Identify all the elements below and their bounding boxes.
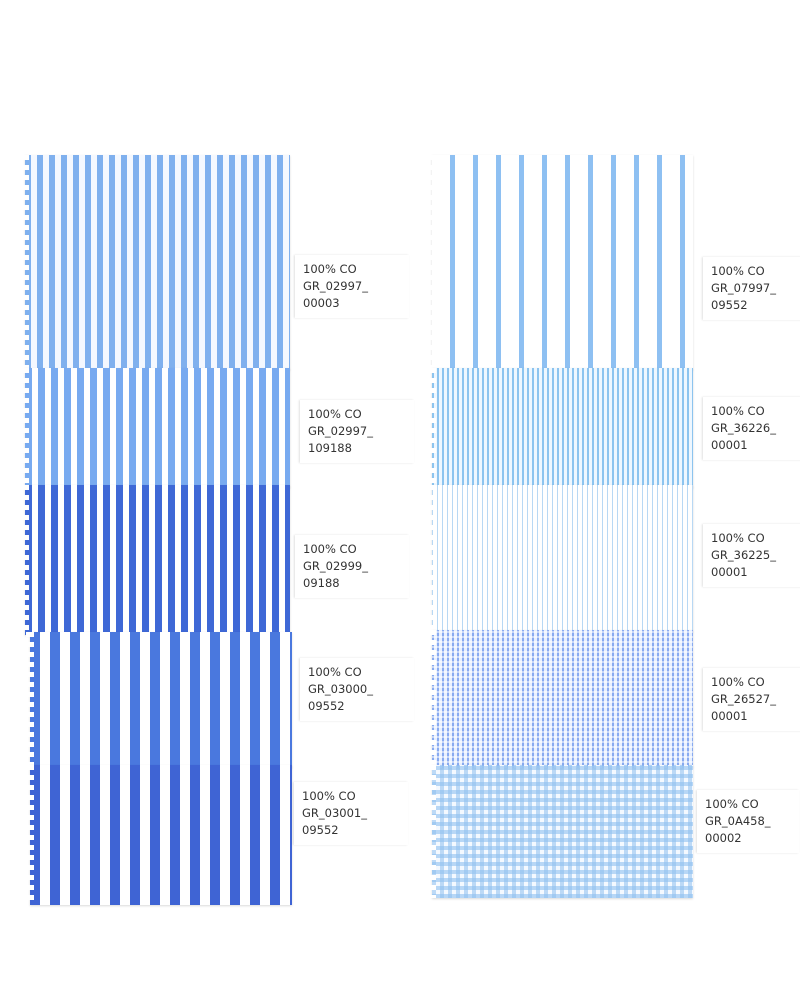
label-line: 100% CO (711, 264, 765, 278)
fabric-swatch (25, 485, 290, 635)
fabric-swatch (432, 630, 693, 768)
label-line: 00001 (711, 438, 748, 452)
label-line: GR_02997_ (303, 279, 368, 293)
label-line: GR_02999_ (303, 559, 368, 573)
label-line: GR_03001_ (302, 806, 367, 820)
label-line: 09552 (308, 699, 345, 713)
label-line: 00003 (303, 296, 340, 310)
label-line: 100% CO (302, 789, 356, 803)
pinked-edge (428, 765, 436, 898)
label-line: 00001 (711, 565, 748, 579)
swatch-label: 100% CO GR_0A458_ 00002 (697, 790, 799, 853)
pinked-edge (26, 632, 34, 768)
label-line: 100% CO (303, 542, 357, 556)
label-line: GR_03000_ (308, 682, 373, 696)
fabric-swatch (432, 485, 693, 632)
fabric-swatch (432, 368, 693, 488)
pinked-edge (21, 155, 29, 370)
swatch-label: 100% CO GR_02997_ 00003 (295, 255, 409, 318)
fabric-swatch (30, 632, 292, 768)
label-line: 100% CO (308, 665, 362, 679)
swatch-label: 100% CO GR_36226_ 00001 (703, 397, 800, 460)
swatch-label: 100% CO GR_36225_ 00001 (703, 524, 800, 587)
label-line: GR_07997_ (711, 281, 776, 295)
label-line: 100% CO (711, 675, 765, 689)
label-line: 100% CO (308, 407, 362, 421)
label-line: GR_36225_ (711, 548, 776, 562)
swatch-label: 100% CO GR_07997_ 09552 (703, 257, 800, 320)
swatch-label: 100% CO GR_02999_ 09188 (295, 535, 409, 598)
label-line: 00001 (711, 709, 748, 723)
swatch-label: 100% CO GR_03000_ 09552 (300, 658, 414, 721)
fabric-swatch (25, 368, 290, 488)
fabric-swatch (30, 765, 292, 905)
pinked-edge (428, 630, 436, 768)
label-line: 100% CO (303, 262, 357, 276)
label-line: 09552 (711, 298, 748, 312)
label-line: GR_02997_ (308, 424, 373, 438)
label-line: 100% CO (711, 404, 765, 418)
pinked-edge (428, 155, 436, 370)
fabric-swatch (432, 155, 693, 370)
label-line: GR_26527_ (711, 692, 776, 706)
label-line: 100% CO (711, 531, 765, 545)
pinked-edge (428, 368, 436, 488)
fabric-swatch (25, 155, 290, 370)
label-line: 09188 (303, 576, 340, 590)
swatch-label: 100% CO GR_26527_ 00001 (703, 668, 800, 731)
swatch-label: 100% CO GR_03001_ 09552 (294, 782, 408, 845)
label-line: GR_0A458_ (705, 814, 771, 828)
label-line: 09552 (302, 823, 339, 837)
label-line: GR_36226_ (711, 421, 776, 435)
fabric-swatch (432, 765, 693, 898)
pinked-edge (21, 485, 29, 635)
swatch-label: 100% CO GR_02997_ 109188 (300, 400, 414, 463)
label-line: 100% CO (705, 797, 759, 811)
pinked-edge (428, 485, 436, 632)
pinked-edge (21, 368, 29, 488)
pinked-edge (26, 765, 34, 905)
label-line: 109188 (308, 441, 352, 455)
label-line: 00002 (705, 831, 742, 845)
